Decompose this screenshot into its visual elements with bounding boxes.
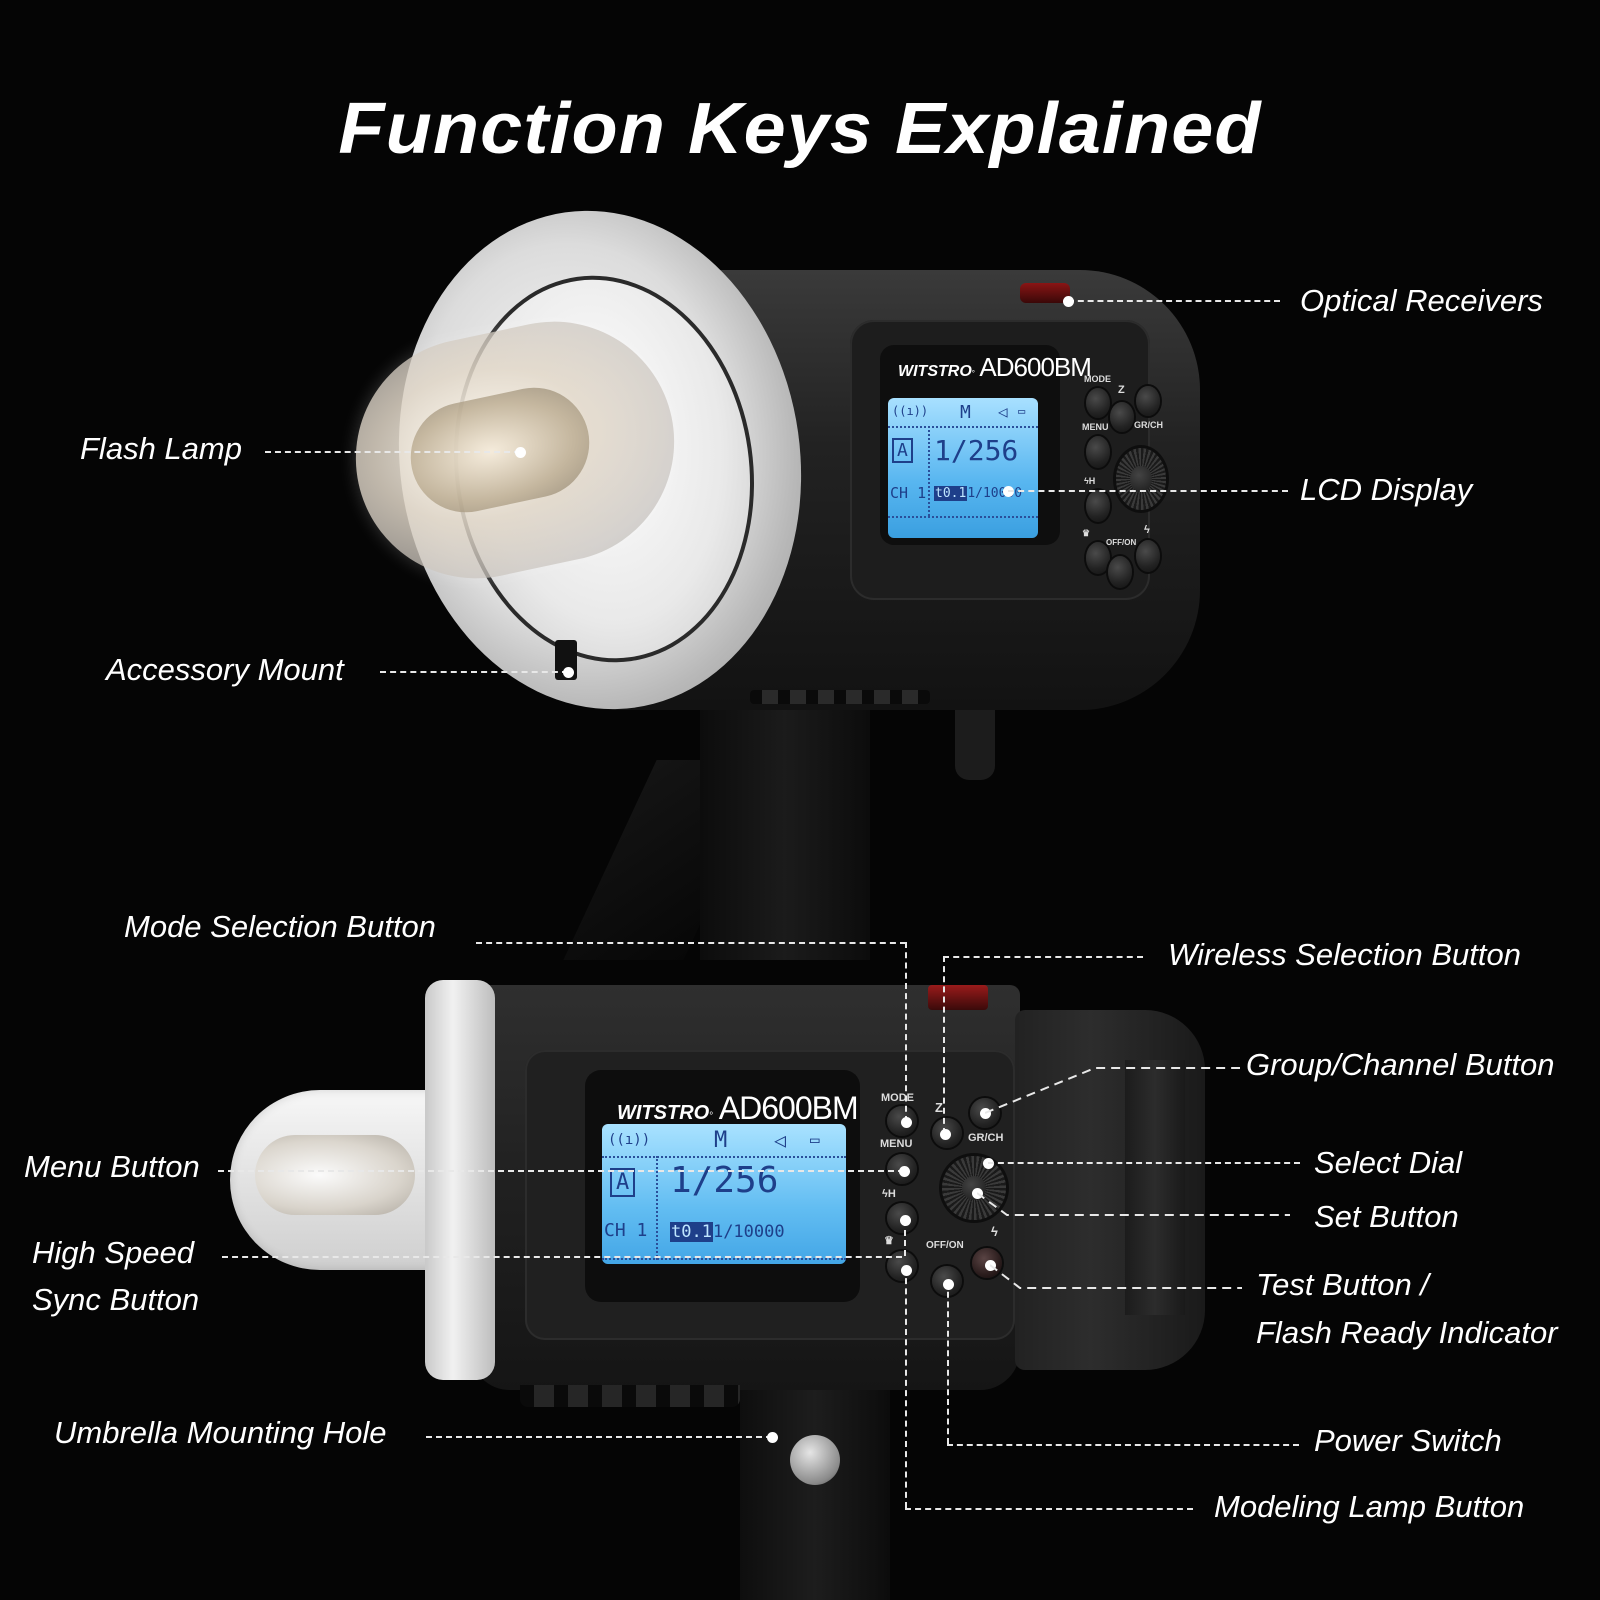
lcd-divider <box>888 426 1038 428</box>
speaker-icon: ◁ <box>998 402 1008 421</box>
top-brand-logo: WITSTRO° AD600BM <box>898 352 1092 382</box>
modeling-lamp-icon: ♛ <box>1082 528 1091 538</box>
bottom-brand-logo: WITSTRO° AD600BM <box>617 1090 859 1126</box>
callout-dot <box>515 447 526 458</box>
bottom-handle <box>1125 1060 1185 1315</box>
top-modeling-button[interactable] <box>1086 542 1110 574</box>
callout-line <box>905 942 907 1122</box>
label-select-dial: Select Dial <box>1314 1145 1463 1180</box>
label-wireless-selection-button: Wireless Selection Button <box>1168 937 1521 972</box>
label-high-speed-sync-line1: High Speed <box>32 1235 195 1270</box>
bottom-vents <box>520 1385 740 1407</box>
top-set-button[interactable] <box>1130 466 1152 492</box>
top-stand <box>700 700 870 960</box>
wireless-z-icon: Z <box>1118 384 1125 396</box>
wireless-z-icon: Z <box>935 1100 943 1115</box>
top-wireless-button[interactable] <box>1110 402 1134 432</box>
label-high-speed-sync-line2: Sync Button <box>32 1282 200 1317</box>
bottom-flash-tube-core <box>255 1135 415 1215</box>
callout-line <box>265 451 520 453</box>
top-grch-button[interactable] <box>1136 386 1160 416</box>
speaker-icon: ◁ <box>774 1128 787 1152</box>
label-power-switch: Power Switch <box>1314 1423 1502 1458</box>
top-menu-button[interactable] <box>1086 436 1110 468</box>
label-optical-receivers: Optical Receivers <box>1300 283 1543 318</box>
bottom-lcd-screen: ((ı)) M ◁ ▭ A 1/256 CH 1 t0.11/10000 <box>602 1124 846 1264</box>
callout-line <box>380 671 568 673</box>
callout-dot <box>901 1117 912 1128</box>
callout-line <box>904 1220 906 1256</box>
label-umbrella-mounting-hole: Umbrella Mounting Hole <box>54 1415 387 1450</box>
label-set-button: Set Button <box>1314 1199 1459 1234</box>
label-lcd-display: LCD Display <box>1300 472 1473 507</box>
callout-dot <box>563 667 574 678</box>
lcd-divider <box>602 1156 846 1158</box>
modeling-lamp-icon: ♛ <box>884 1235 894 1247</box>
callout-line <box>218 1170 904 1172</box>
callout-dot <box>1063 296 1074 307</box>
bottom-mount-ring <box>425 980 495 1380</box>
flash-bolt-icon: ϟ <box>991 1224 998 1239</box>
callout-line <box>905 1268 907 1508</box>
flash-bolt-icon: ϟ <box>1144 524 1150 536</box>
callout-line <box>905 1508 1193 1510</box>
lcd-divider <box>928 426 930 516</box>
bottom-stand <box>740 1380 890 1600</box>
top-vents <box>750 690 930 704</box>
label-mode-selection-button: Mode Selection Button <box>124 909 436 944</box>
bottom-stand-knob <box>790 1435 840 1485</box>
callout-line <box>985 1067 1240 1114</box>
lcd-divider <box>602 1258 846 1260</box>
callout-dot <box>901 1265 912 1276</box>
label-accessory-mount: Accessory Mount <box>106 652 344 687</box>
callout-line <box>1068 300 1280 302</box>
lcd-divider <box>656 1156 658 1260</box>
callout-line <box>988 1162 1300 1164</box>
page-title: Function Keys Explained <box>338 89 1262 169</box>
callout-dot <box>900 1215 911 1226</box>
top-optical-receiver <box>1020 283 1070 303</box>
top-test-button[interactable] <box>1136 540 1160 572</box>
callout-line <box>222 1256 902 1258</box>
callout-line <box>947 1282 949 1444</box>
callout-line <box>947 1444 1299 1446</box>
callout-line <box>426 1436 772 1438</box>
callout-dot <box>899 1166 910 1177</box>
callout-line <box>943 956 1143 958</box>
top-mode-button[interactable] <box>1086 388 1110 418</box>
callout-line <box>1008 490 1288 492</box>
callout-line <box>990 1264 1242 1289</box>
battery-icon: ▭ <box>1018 404 1026 418</box>
battery-icon: ▭ <box>810 1130 820 1149</box>
label-modeling-lamp-button: Modeling Lamp Button <box>1214 1489 1525 1524</box>
callout-line <box>977 1192 1290 1216</box>
callout-dot <box>943 1279 954 1290</box>
callout-line <box>476 942 906 944</box>
top-lcd-screen: ((ı)) M ◁ ▭ A 1/256 CH 1 t0.11/10000 <box>888 398 1038 538</box>
label-flash-lamp: Flash Lamp <box>80 431 242 466</box>
label-menu-button: Menu Button <box>24 1149 200 1184</box>
label-test-button-line2: Flash Ready Indicator <box>1256 1315 1558 1350</box>
label-group-channel-button: Group/Channel Button <box>1246 1047 1555 1082</box>
bottom-optical-receiver <box>928 985 988 1010</box>
label-test-button-line1: Test Button / <box>1256 1267 1429 1302</box>
callout-dot <box>940 1129 951 1140</box>
top-power-button[interactable] <box>1108 556 1132 588</box>
callout-line <box>943 956 945 1134</box>
lcd-divider <box>888 516 1038 518</box>
callout-dot <box>767 1432 778 1443</box>
wireless-signal-icon: ((ı)) <box>892 404 929 418</box>
top-hss-button[interactable] <box>1086 490 1110 522</box>
wireless-signal-icon: ((ı)) <box>608 1132 651 1148</box>
